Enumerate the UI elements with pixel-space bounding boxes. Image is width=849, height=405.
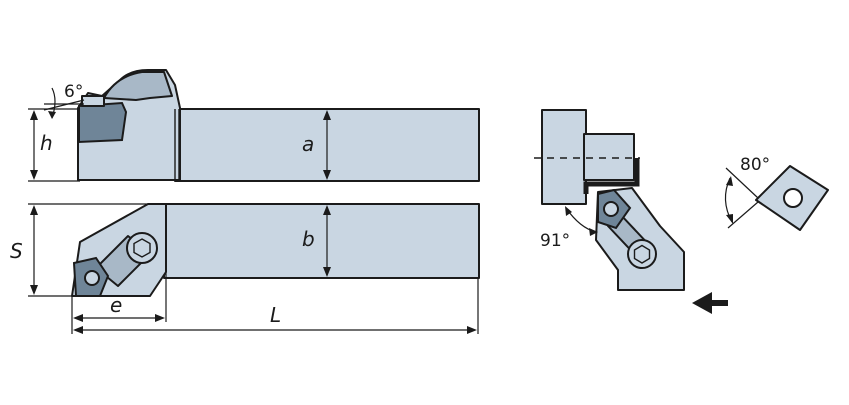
top-insert-hole xyxy=(84,270,100,286)
dim-b-arrow-bottom xyxy=(323,267,331,277)
label-80deg: 80° xyxy=(740,155,770,175)
side-insert-seat xyxy=(81,95,105,107)
angle-80-arrow-top xyxy=(726,176,733,186)
side-insert xyxy=(78,101,128,144)
workpiece-chuck xyxy=(541,109,587,205)
label-b: b xyxy=(302,227,315,251)
dim-l-arrow-left xyxy=(73,326,83,334)
rake-angle-line xyxy=(43,99,85,111)
side-view: a h 6° xyxy=(28,69,480,182)
top-view: b S e L xyxy=(10,203,480,334)
top-shank xyxy=(163,203,480,279)
dim-l-arrow-right xyxy=(467,326,477,334)
label-91deg: 91° xyxy=(540,231,570,251)
dim-a-arrow-bottom xyxy=(323,170,331,180)
hex-socket-icon xyxy=(133,238,151,258)
label-h: h xyxy=(40,131,53,155)
side-clamp xyxy=(103,71,173,101)
angle-80-arrow-bottom xyxy=(726,214,733,224)
dim-a-arrow-top xyxy=(323,110,331,120)
label-a: a xyxy=(302,132,314,156)
rake-arrow xyxy=(48,111,56,119)
angle-91-arrow-bottom xyxy=(589,228,598,236)
label-6deg: 6° xyxy=(64,82,83,102)
dim-s-arrow-top xyxy=(30,205,38,215)
dim-b-arrow-top xyxy=(323,205,331,215)
app-hex-socket-icon xyxy=(633,244,651,264)
angle-91-arrow-top xyxy=(565,206,572,216)
dim-s-arrow-bottom xyxy=(30,285,38,295)
top-clamp-screw xyxy=(126,232,158,264)
app-insert-hole xyxy=(603,201,619,217)
workpiece-shaft xyxy=(583,133,635,181)
insert-center-hole xyxy=(783,188,803,208)
dim-h-arrow-bottom xyxy=(30,170,38,180)
insert-shape-view: 80° xyxy=(724,155,829,231)
app-clamp-screw xyxy=(627,239,657,269)
dim-e-arrow-right xyxy=(155,314,165,322)
arrow-left-icon xyxy=(692,292,728,314)
dim-h-arrow-top xyxy=(30,110,38,120)
workpiece-machined-edge xyxy=(583,158,640,194)
label-e: e xyxy=(110,293,122,317)
dim-e-arrow-left xyxy=(73,314,83,322)
label-l: L xyxy=(270,303,281,327)
angle-80-line-top xyxy=(725,167,759,199)
label-s: S xyxy=(10,239,23,263)
application-view: 91° xyxy=(534,109,728,314)
